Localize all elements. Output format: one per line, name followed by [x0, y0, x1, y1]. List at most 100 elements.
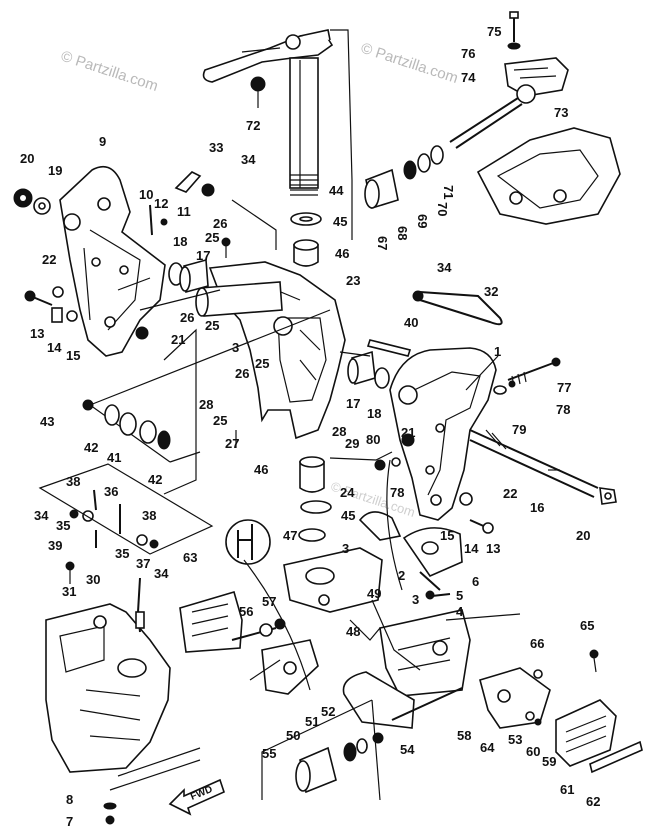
washer-22-left — [52, 286, 64, 298]
callout-23: 23 — [346, 273, 360, 288]
callout-16: 16 — [530, 500, 544, 515]
watermark-right: © Partzilla.com — [359, 40, 460, 87]
callout-18-right: 18 — [367, 406, 381, 421]
callout-14-right: 14 — [464, 541, 479, 556]
callout-40: 40 — [404, 315, 418, 330]
callout-7: 7 — [66, 814, 73, 829]
callout-17: 17 — [196, 248, 210, 263]
callout-28: 28 — [199, 397, 213, 412]
bracket-73-74 — [504, 57, 569, 104]
callout-79: 79 — [512, 422, 526, 437]
bolt-13-right — [469, 519, 494, 534]
callout-20-right: 20 — [576, 528, 590, 543]
callout-38-b: 38 — [142, 508, 156, 523]
callout-53: 53 — [508, 732, 522, 747]
washer-24 — [300, 500, 332, 514]
detail-circle — [225, 519, 271, 565]
mount-50-55 — [295, 732, 384, 794]
callout-46: 46 — [335, 246, 349, 261]
lower-unit-housing — [45, 603, 171, 773]
washer-80 — [374, 457, 401, 471]
swivel-tube — [195, 281, 283, 317]
washer-66-53 — [525, 669, 543, 726]
callout-72: 72 — [246, 118, 260, 133]
washer-15-left — [66, 310, 78, 322]
callout-26-mid: 26 — [180, 310, 194, 325]
nut-21-right — [401, 433, 415, 447]
washer-19-left — [33, 197, 51, 215]
tilt-lock-lever — [261, 639, 319, 695]
small-parts-30-39 — [65, 489, 159, 584]
callout-51: 51 — [305, 714, 319, 729]
callout-69: 69 — [415, 214, 430, 228]
callout-25-d: 25 — [213, 413, 227, 428]
pivot-rod-71 — [449, 97, 523, 149]
bushing-14-left — [51, 307, 63, 323]
callout-32: 32 — [484, 284, 498, 299]
nut-20-left — [13, 188, 33, 208]
callout-43: 43 — [40, 414, 54, 429]
anode-61 — [555, 699, 617, 767]
lower-casing-top-right — [476, 127, 621, 225]
callout-15-left: 15 — [66, 348, 80, 363]
grease-nipple-72 — [250, 76, 266, 108]
pin-40 — [366, 339, 412, 357]
steering-shaft — [289, 57, 319, 196]
clamp-bracket-left — [59, 165, 166, 357]
callout-8: 8 — [66, 792, 73, 807]
callout-15-right: 15 — [440, 528, 454, 543]
friction-pieces — [82, 309, 331, 463]
clip-33 — [174, 171, 202, 193]
plate-62 — [589, 740, 643, 774]
leader-box — [330, 29, 353, 240]
callout-30: 30 — [86, 572, 100, 587]
callout-42-b: 42 — [148, 472, 162, 487]
callout-34-low: 34 — [34, 508, 49, 523]
callout-21-left: 21 — [171, 332, 185, 347]
watermark-left: © Partzilla.com — [59, 48, 160, 95]
callout-63: 63 — [183, 550, 197, 565]
callout-38-a: 38 — [66, 474, 80, 489]
callout-37: 37 — [136, 556, 150, 571]
callout-25: 25 — [205, 230, 219, 245]
callout-25-mid: 25 — [205, 318, 219, 333]
callout-5: 5 — [456, 588, 463, 603]
callout-6: 6 — [472, 574, 479, 589]
thrust-rod-2-6 — [402, 527, 463, 600]
nut-22-right — [459, 492, 473, 506]
tilt-bolt-16 — [469, 429, 599, 498]
nut-21-left — [135, 326, 149, 340]
callout-17-right: 17 — [346, 396, 360, 411]
bolt-65 — [589, 649, 599, 673]
callout-34: 34 — [241, 152, 256, 167]
cable-7-8 — [103, 747, 201, 825]
callout-78: 78 — [556, 402, 570, 417]
plate-outline-36 — [38, 463, 214, 555]
pin-10-12 — [149, 204, 168, 236]
callout-27: 27 — [225, 436, 239, 451]
shaft-washer-45 — [290, 212, 322, 226]
callout-58: 58 — [457, 728, 471, 743]
callout-3-mid: 3 — [232, 340, 239, 355]
callout-74: 74 — [461, 70, 476, 85]
callout-56: 56 — [239, 604, 253, 619]
callout-68: 68 — [395, 226, 410, 240]
callout-47: 47 — [283, 528, 297, 543]
callout-61: 61 — [560, 782, 574, 797]
callout-9: 9 — [99, 134, 106, 149]
callout-4: 4 — [456, 604, 464, 619]
callout-57: 57 — [262, 594, 276, 609]
callout-66: 66 — [530, 636, 544, 651]
callout-52: 52 — [321, 704, 335, 719]
callout-71: 71 — [441, 185, 456, 199]
bushing-46-top — [293, 239, 319, 267]
callout-34-b: 34 — [154, 566, 169, 581]
cable-63-left — [135, 577, 145, 633]
long-rod-54 — [391, 687, 463, 721]
lower-plate — [379, 609, 471, 697]
callout-35-b: 35 — [115, 546, 129, 561]
callout-41: 41 — [107, 450, 121, 465]
callout-42-a: 42 — [84, 440, 98, 455]
bolt-13-left — [24, 290, 53, 306]
